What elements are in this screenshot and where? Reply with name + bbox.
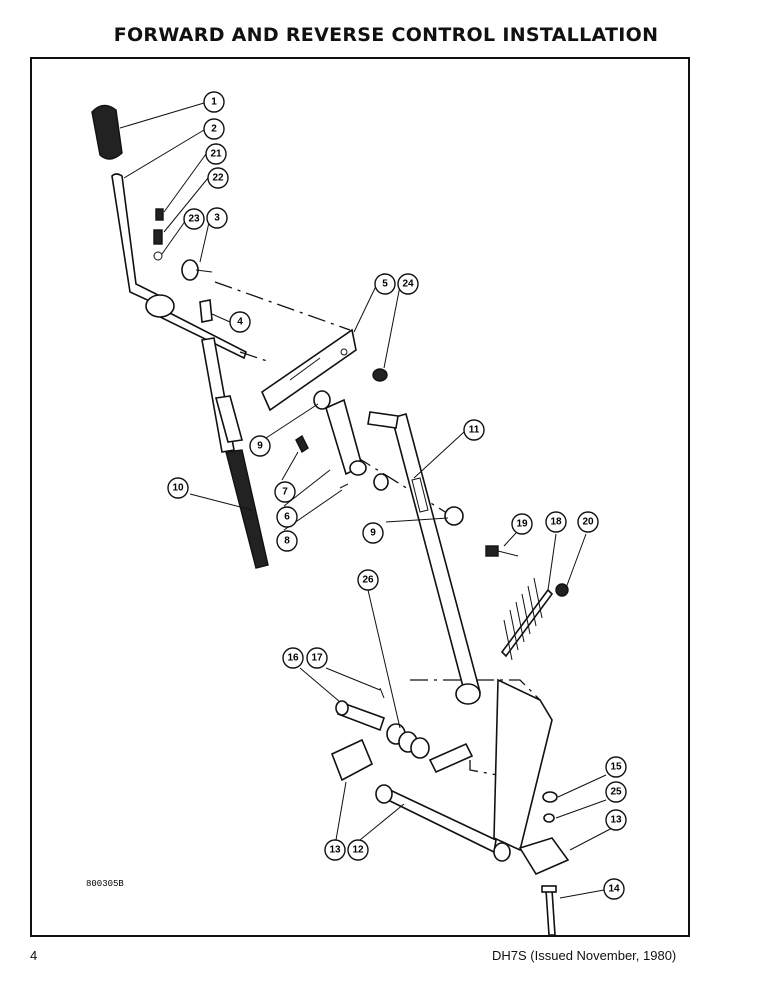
callout-label: 20 bbox=[582, 517, 594, 528]
nut-24 bbox=[372, 368, 388, 382]
callout: 10 bbox=[167, 477, 189, 499]
page-number: 4 bbox=[30, 948, 38, 963]
callout-label: 9 bbox=[370, 528, 376, 539]
callout: 3 bbox=[206, 207, 228, 229]
callout-label: 22 bbox=[212, 173, 224, 184]
callout: 1 bbox=[203, 91, 225, 113]
callout: 12 bbox=[347, 839, 369, 861]
figure-code: 800305B bbox=[86, 879, 124, 889]
callout: 18 bbox=[545, 511, 567, 533]
callout-label: 19 bbox=[516, 519, 528, 530]
callout: 5 bbox=[374, 273, 396, 295]
callout: 14 bbox=[603, 878, 625, 900]
callout-label: 6 bbox=[284, 512, 290, 523]
control-knob bbox=[91, 104, 123, 160]
spring-small-parts bbox=[153, 208, 164, 261]
callout-label: 24 bbox=[402, 279, 414, 290]
callout-label: 7 bbox=[282, 487, 288, 498]
plate-12 bbox=[375, 678, 553, 862]
callout: 22 bbox=[207, 167, 229, 189]
callout: 26 bbox=[357, 569, 379, 591]
callout-label: 13 bbox=[329, 845, 341, 856]
bracket-5 bbox=[260, 328, 357, 412]
callout-label: 8 bbox=[284, 536, 290, 547]
callout-label: 3 bbox=[214, 213, 220, 224]
washers-9 bbox=[313, 390, 464, 526]
callout-label: 13 bbox=[610, 815, 622, 826]
callout: 25 bbox=[605, 781, 627, 803]
ball-joint-3 bbox=[181, 259, 213, 281]
callout-label: 5 bbox=[382, 279, 388, 290]
link-6 bbox=[325, 398, 367, 476]
callout: 21 bbox=[205, 143, 227, 165]
page-title: FORWARD AND REVERSE CONTROL INSTALLATION bbox=[113, 24, 659, 46]
arm-11 bbox=[367, 411, 481, 705]
callout: 11 bbox=[463, 419, 485, 441]
callout: 13 bbox=[324, 839, 346, 861]
callout: 23 bbox=[183, 208, 205, 230]
washers-26 bbox=[386, 723, 430, 759]
callout-label: 10 bbox=[172, 483, 184, 494]
callout-label: 9 bbox=[257, 441, 263, 452]
figure-frame bbox=[30, 57, 690, 937]
spring-18 bbox=[500, 577, 554, 661]
callout-label: 26 bbox=[362, 575, 374, 586]
callout: 16 bbox=[282, 647, 304, 669]
callout: 6 bbox=[276, 506, 298, 528]
callout-label: 14 bbox=[608, 884, 620, 895]
ball-joint-4 bbox=[199, 299, 213, 323]
callout: 2 bbox=[203, 118, 225, 140]
callout-label: 4 bbox=[237, 317, 243, 328]
pin-7-8 bbox=[295, 434, 349, 489]
callout-label: 12 bbox=[352, 845, 364, 856]
callout-label: 21 bbox=[210, 149, 222, 160]
blocks-13 bbox=[330, 738, 570, 876]
leader-lines bbox=[119, 102, 617, 899]
callout: 15 bbox=[605, 756, 627, 778]
callout-label: 18 bbox=[550, 517, 562, 528]
callout-label: 11 bbox=[469, 425, 480, 436]
control-lever bbox=[111, 173, 247, 360]
callout: 13 bbox=[605, 809, 627, 831]
callout: 17 bbox=[306, 647, 328, 669]
callout: 7 bbox=[274, 481, 296, 503]
callout: 20 bbox=[577, 511, 599, 533]
callout-label: 2 bbox=[211, 124, 217, 135]
figure-code-text: 800305B bbox=[86, 879, 124, 889]
callout: 8 bbox=[276, 530, 298, 552]
callout: 4 bbox=[229, 311, 251, 333]
callout-label: 16 bbox=[287, 653, 299, 664]
hardware-14-15-25 bbox=[541, 791, 558, 936]
document-id: DH7S (Issued November, 1980) bbox=[492, 948, 677, 963]
callout: 24 bbox=[397, 273, 419, 295]
bolt-19-nut-20 bbox=[485, 545, 569, 597]
callout: 9 bbox=[249, 435, 271, 457]
callout-label: 25 bbox=[610, 787, 622, 798]
callout-label: 23 bbox=[188, 214, 200, 225]
callout-label: 17 bbox=[311, 653, 323, 664]
pivot-pin-16-17 bbox=[335, 687, 386, 732]
callout: 9 bbox=[362, 522, 384, 544]
callout-label: 15 bbox=[610, 762, 622, 773]
callout: 19 bbox=[511, 513, 533, 535]
callout-label: 1 bbox=[211, 97, 217, 108]
